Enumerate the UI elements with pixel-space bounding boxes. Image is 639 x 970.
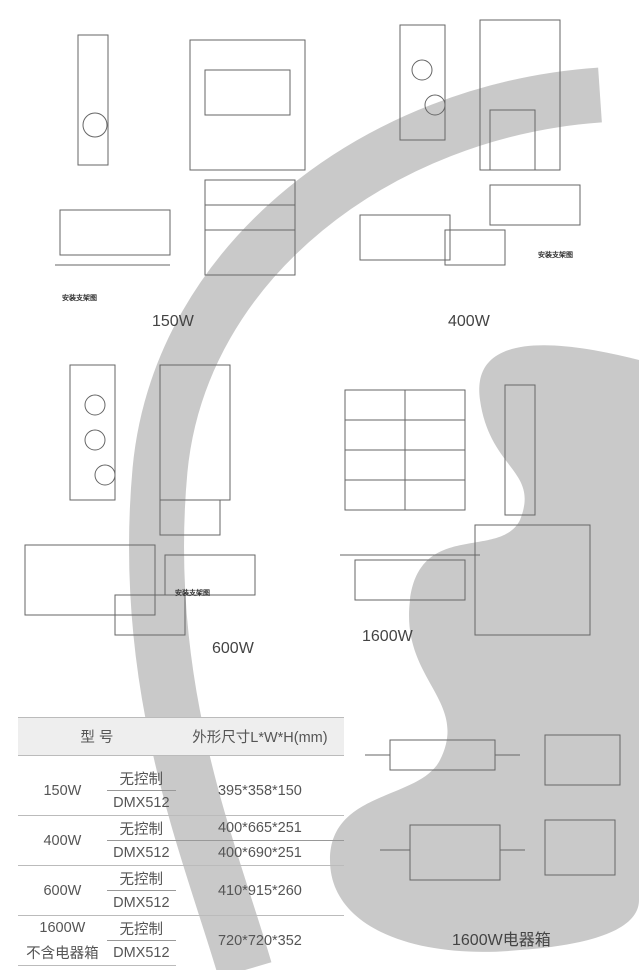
control-cell: 无控制	[106, 766, 176, 791]
bracket-caption-400w: 安装支架图	[538, 252, 573, 259]
electrical-box-drawing	[365, 734, 621, 881]
table-row: 1600W 无控制 720*720*352	[18, 915, 344, 966]
header-model: 型 号	[18, 717, 176, 756]
size-cell: 395*358*150	[217, 782, 302, 799]
label-electrical-box: 1600W电器箱	[452, 932, 551, 949]
bracket-caption-150w: 安装支架图	[62, 295, 97, 302]
control-cell: DMX512	[113, 795, 170, 811]
label-600w: 600W	[212, 640, 254, 657]
model-note-cell: 不含电器箱	[18, 940, 107, 966]
size-cell: 410*915*260	[175, 865, 344, 916]
table-row: 400W 无控制 400*665*251	[18, 815, 344, 866]
control-cell: 无控制	[106, 865, 176, 891]
product-drawing-400w	[359, 19, 581, 266]
spec-table: 型 号 外形尺寸L*W*H(mm) 150W 无控制 395*358*150 D…	[18, 717, 344, 966]
table-row: 150W 无控制 395*358*150	[18, 766, 344, 799]
label-150w: 150W	[152, 313, 194, 330]
model-cell: 150W	[43, 782, 82, 799]
control-cell: DMX512	[106, 940, 176, 966]
product-drawing-600w	[24, 364, 256, 636]
model-cell: 1600W	[18, 915, 107, 941]
size-cell: 400*665*251	[175, 815, 344, 841]
model-cell: 400W	[18, 815, 107, 866]
label-400w: 400W	[448, 313, 490, 330]
table-header: 型 号 外形尺寸L*W*H(mm)	[18, 717, 344, 756]
model-cell: 600W	[18, 865, 107, 916]
table-row: 600W 无控制 410*915*260	[18, 865, 344, 916]
product-drawing-1600w	[340, 384, 591, 636]
label-1600w: 1600W	[362, 628, 413, 645]
control-cell: DMX512	[113, 895, 170, 911]
size-cell: 400*690*251	[217, 845, 302, 861]
product-drawing-150w	[55, 34, 306, 276]
size-cell: 720*720*352	[175, 915, 344, 966]
control-cell: DMX512	[113, 845, 170, 861]
control-cell: 无控制	[106, 815, 176, 841]
control-cell: 无控制	[106, 915, 176, 941]
header-size: 外形尺寸L*W*H(mm)	[175, 717, 344, 756]
bracket-caption-600w: 安装支架图	[175, 590, 210, 597]
